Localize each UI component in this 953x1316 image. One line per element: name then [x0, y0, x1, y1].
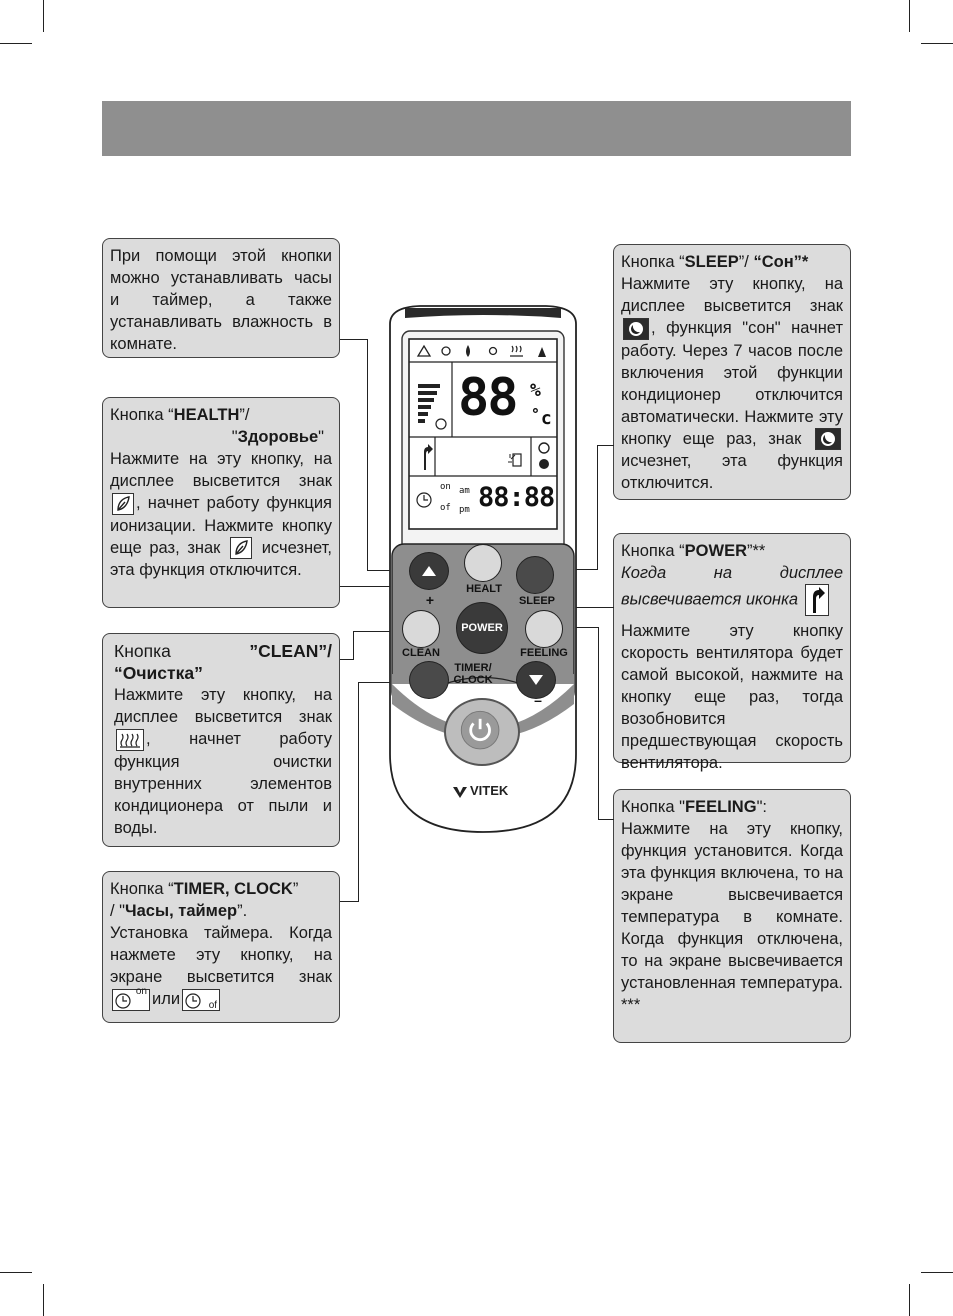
- crop-mark: [0, 43, 32, 44]
- feeling-button[interactable]: [525, 610, 563, 648]
- feeling-button-label: FEELING: [520, 647, 568, 659]
- fan-turbo-icon: [804, 584, 829, 616]
- clean-waves-icon: [116, 728, 144, 751]
- callout-clock-intro: При помощи этой кнопки можно устанавлива…: [102, 238, 340, 358]
- leader-line: [598, 627, 600, 820]
- leaf-icon: [230, 537, 253, 560]
- callout-sleep: Кнопка “SLEEP”/ “Сон”* Нажмите эту кнопк…: [613, 244, 851, 500]
- lcd-time: 88:88: [478, 482, 555, 513]
- crop-mark: [909, 1284, 910, 1316]
- vitek-logo-icon: [453, 787, 467, 798]
- crop-mark: [909, 0, 910, 32]
- clock-on-icon: on: [112, 986, 150, 1011]
- leader-line: [340, 901, 359, 903]
- callout-clock-intro-text: При помощи этой кнопки можно устанавлива…: [110, 247, 332, 353]
- callout-feeling: Кнопка "FEELING": Нажмите на эту кнопку,…: [613, 789, 851, 1043]
- crop-mark: [43, 1284, 44, 1316]
- sleep-moon-icon: [623, 317, 649, 340]
- sleep-moon-icon: [815, 428, 842, 451]
- crop-mark: [43, 0, 44, 32]
- lcd-on: on: [440, 482, 451, 492]
- plus-label: +: [425, 592, 435, 608]
- leader-line: [367, 339, 369, 571]
- power-button[interactable]: [456, 602, 508, 654]
- leader-line: [340, 659, 354, 661]
- lcd-celsius: ˚c: [530, 408, 552, 429]
- callout-health: Кнопка “HEALTH”/ "Здоровье" Нажмите на э…: [102, 397, 340, 608]
- arrow-up-icon: [421, 565, 436, 576]
- leaf-icon: [112, 492, 134, 515]
- power-icon: [460, 710, 500, 750]
- clean-button[interactable]: [402, 610, 440, 648]
- lcd-percent: %: [530, 380, 541, 401]
- lcd-temperature-digits: 88: [458, 368, 519, 428]
- lcd-am: am: [459, 486, 470, 496]
- health-button[interactable]: [464, 544, 502, 582]
- minus-label: –: [534, 692, 542, 708]
- timer-clock-button[interactable]: [409, 661, 449, 699]
- leader-line: [358, 682, 410, 684]
- leader-line: [353, 631, 355, 660]
- up-arrow-button[interactable]: [409, 552, 449, 590]
- crop-mark: [921, 1272, 953, 1273]
- health-button-label: HEALT: [466, 583, 502, 595]
- sleep-button[interactable]: [516, 556, 554, 594]
- leader-line: [353, 631, 403, 633]
- leader-line: [358, 682, 360, 902]
- lcd-pm: pm: [459, 505, 470, 515]
- leader-line: [340, 339, 368, 341]
- brand-name: VITEK: [470, 783, 509, 798]
- remote-control: 88 % ˚c 88:88 on of am pm + HEALT SLEEP …: [380, 304, 586, 834]
- callout-power: Кнопка “POWER”** Когда на дисплее высвеч…: [613, 533, 851, 772]
- leader-line: [597, 445, 599, 570]
- clean-button-label: CLEAN: [402, 647, 440, 659]
- sleep-button-label: SLEEP: [518, 595, 556, 607]
- onoff-button[interactable]: [444, 698, 520, 766]
- leader-line: [565, 627, 599, 629]
- down-arrow-button[interactable]: [516, 661, 556, 699]
- clock-off-icon: of: [182, 988, 221, 1011]
- leader-line: [598, 819, 614, 821]
- callout-timer: Кнопка “TIMER, CLOCK” / "Часы, таймер”. …: [102, 871, 340, 1023]
- header-band: [102, 101, 851, 156]
- crop-mark: [921, 43, 953, 44]
- power-button-label: POWER: [461, 622, 503, 634]
- lcd-of: of: [440, 503, 451, 513]
- leader-line: [556, 569, 598, 571]
- timer-clock-button-label: TIMER/ CLOCK: [453, 662, 493, 686]
- leader-line: [597, 445, 614, 447]
- arrow-down-icon: [528, 674, 543, 685]
- callout-clean: Кнопка ”CLEAN”/ “Очистка” Нажмите эту кн…: [102, 633, 340, 847]
- crop-mark: [0, 1272, 32, 1273]
